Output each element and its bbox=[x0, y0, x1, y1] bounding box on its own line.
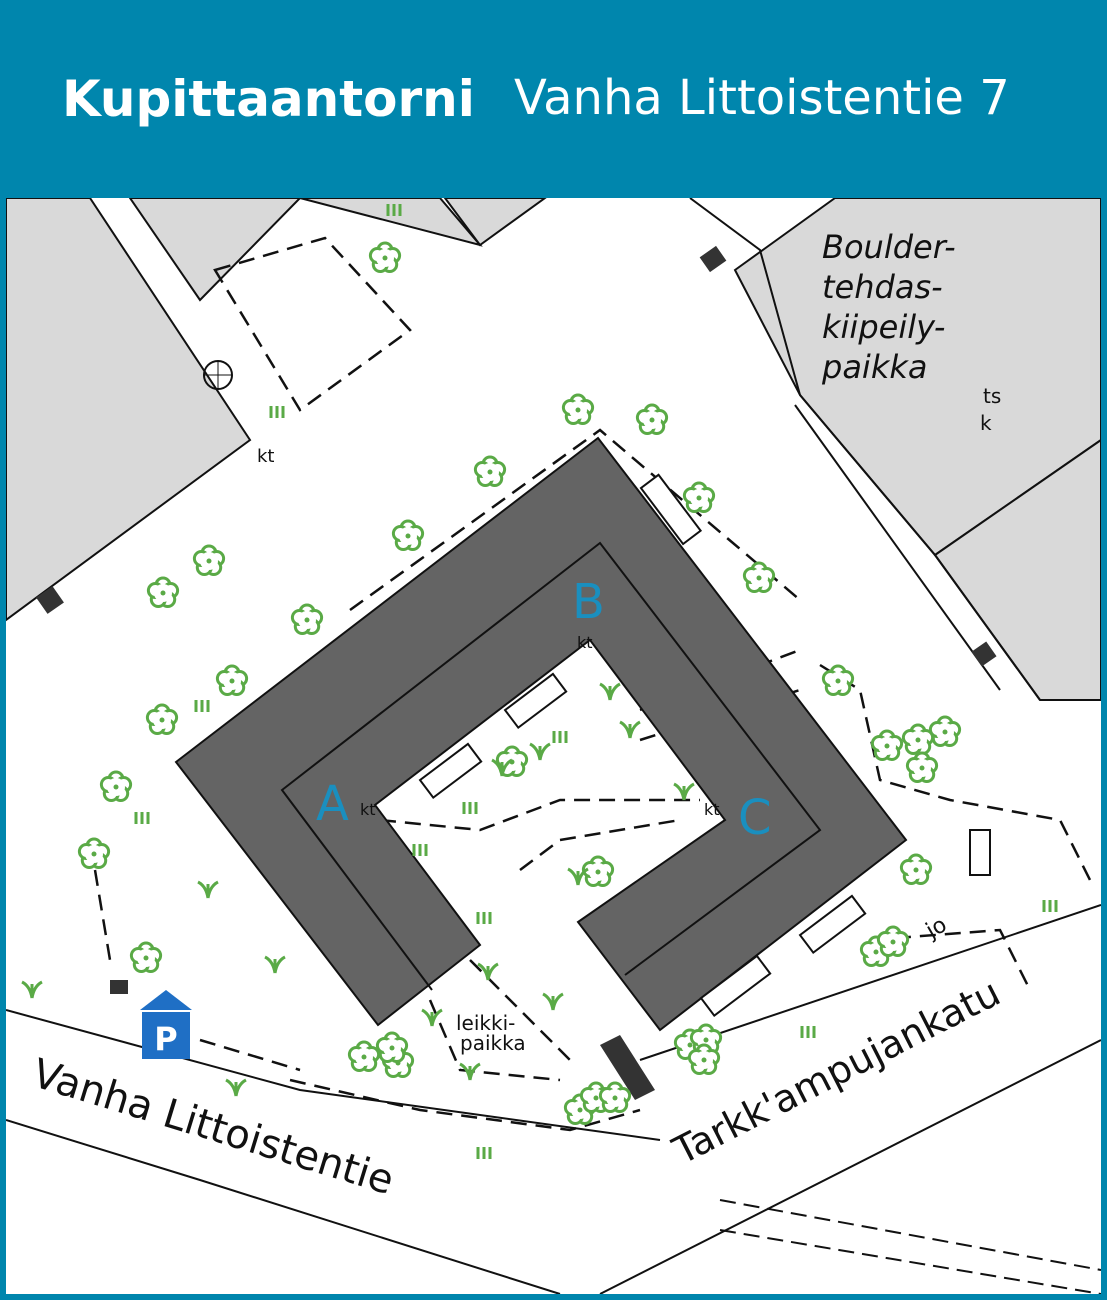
tree-icon bbox=[561, 393, 595, 425]
neighbor-building-left bbox=[6, 198, 252, 622]
tree-icon bbox=[821, 664, 855, 696]
waste-point-label: kt bbox=[360, 800, 376, 819]
street-vanha-littoistentie: Vanha Littoistentie bbox=[27, 1051, 399, 1205]
svg-text:P: P bbox=[154, 1020, 177, 1058]
tree-icon bbox=[391, 519, 425, 551]
tree-icon bbox=[145, 703, 179, 735]
tree-icon bbox=[368, 241, 402, 273]
tree-icon bbox=[899, 853, 933, 885]
tree-icon bbox=[99, 770, 133, 802]
lawn-icon bbox=[1042, 900, 1058, 912]
lawns bbox=[134, 204, 1058, 1159]
entrance-b: B bbox=[572, 574, 605, 630]
shrub-icon bbox=[264, 955, 286, 974]
tree-icon bbox=[375, 1031, 409, 1063]
shrubs bbox=[21, 682, 695, 1097]
waste-point-label: kt bbox=[704, 800, 720, 819]
lawn-icon bbox=[386, 204, 402, 216]
tree-icon bbox=[635, 403, 669, 435]
tree-icon bbox=[347, 1040, 381, 1072]
waste-point-label: kt bbox=[577, 633, 593, 652]
shrub-icon bbox=[21, 980, 43, 999]
lawn-icon bbox=[476, 1147, 492, 1159]
lawn-icon bbox=[194, 700, 210, 712]
neighbor-building-top bbox=[443, 198, 547, 247]
kupittaantorni-building bbox=[174, 436, 908, 1032]
jo-label: jo bbox=[921, 912, 951, 944]
lawn-icon bbox=[462, 802, 478, 814]
shrub-icon bbox=[459, 1062, 481, 1081]
tree-icon bbox=[870, 729, 904, 761]
header: Kupittaantorni Vanha Littoistentie 7 bbox=[0, 0, 1107, 198]
lawn-icon bbox=[552, 731, 568, 743]
neighbor-building-topleft bbox=[128, 198, 483, 302]
map-canvas: Boulder- tehdas- kiipeily- paikka ts k A… bbox=[6, 198, 1101, 1294]
tree-icon bbox=[682, 481, 716, 513]
tree-icon bbox=[928, 715, 962, 747]
tree-icon bbox=[192, 544, 226, 576]
lawn-icon bbox=[476, 912, 492, 924]
shrub-icon bbox=[197, 880, 219, 899]
lawn-icon bbox=[800, 1026, 816, 1038]
site-map: Boulder- tehdas- kiipeily- paikka ts k A… bbox=[6, 198, 1101, 1294]
stairs-icon bbox=[36, 245, 997, 1100]
tree-icon bbox=[290, 603, 324, 635]
bicycle-rack-icon bbox=[203, 360, 233, 390]
lawn-icon bbox=[412, 844, 428, 856]
shrub-icon bbox=[477, 962, 499, 981]
shrub-icon bbox=[619, 720, 641, 739]
lawn-icon bbox=[134, 812, 150, 824]
lawn-icon bbox=[269, 406, 285, 418]
tree-icon bbox=[876, 925, 910, 957]
neighbor-note: ts k bbox=[980, 384, 1008, 435]
shrub-icon bbox=[567, 867, 589, 886]
tree-icon bbox=[598, 1081, 632, 1113]
tree-icon bbox=[146, 576, 180, 608]
shrub-icon bbox=[421, 1008, 443, 1027]
tree-icon bbox=[742, 561, 776, 593]
tree-icon bbox=[77, 837, 111, 869]
shrub-icon bbox=[529, 742, 551, 761]
entrance-c: C bbox=[738, 790, 772, 846]
tree-icon bbox=[473, 455, 507, 487]
tree-icon bbox=[129, 941, 163, 973]
tree-icon bbox=[901, 723, 935, 755]
neighbor-label: Boulder- tehdas- kiipeily- paikka bbox=[821, 228, 966, 386]
tree-icon bbox=[581, 855, 615, 887]
tree-icon bbox=[215, 664, 249, 696]
building-name: Kupittaantorni bbox=[62, 70, 475, 128]
trees bbox=[77, 241, 962, 1125]
tree-icon bbox=[905, 751, 939, 783]
waste-point-label: kt bbox=[257, 446, 274, 467]
building-address: Vanha Littoistentie 7 bbox=[514, 70, 1010, 126]
courtyard-structures bbox=[418, 473, 991, 1018]
shrub-icon bbox=[542, 992, 564, 1011]
playground-label: leikki- paikka bbox=[456, 1011, 526, 1055]
shrub-icon bbox=[225, 1078, 247, 1097]
shrub-icon bbox=[599, 682, 621, 701]
entrance-a: A bbox=[316, 776, 349, 832]
shrub-icon bbox=[673, 782, 695, 801]
tree-icon bbox=[687, 1043, 721, 1075]
building-ridge bbox=[280, 541, 822, 991]
shrub-icon bbox=[491, 758, 513, 777]
parking-icon: P bbox=[140, 990, 192, 1059]
